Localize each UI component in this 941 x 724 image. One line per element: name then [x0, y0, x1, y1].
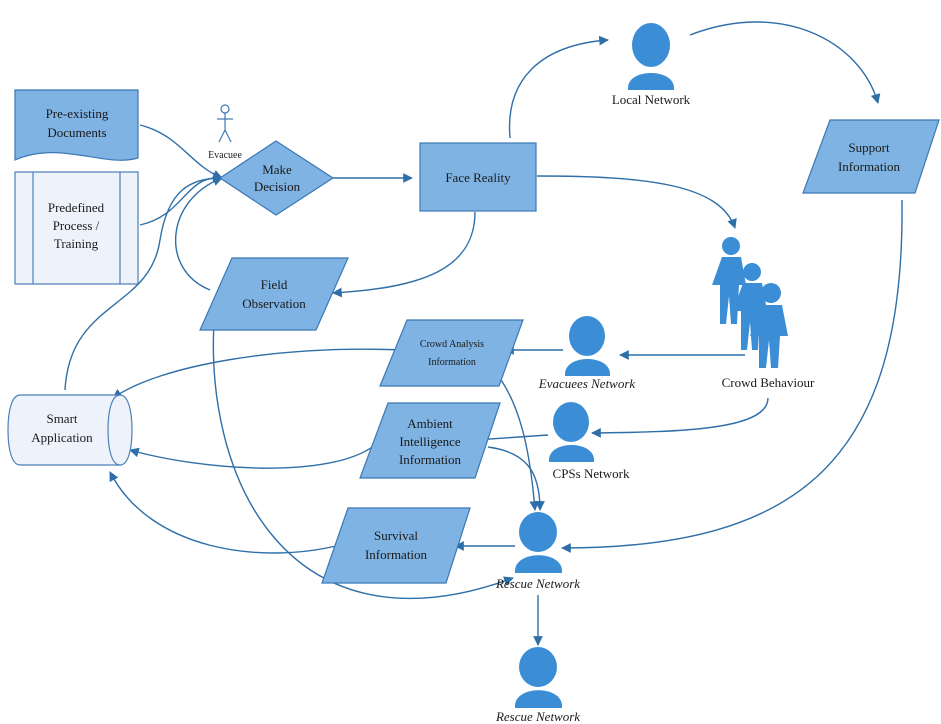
ambient-intelligence-line-2: Intelligence	[399, 434, 461, 449]
arrow-crowd-to-cpss-network	[591, 397, 769, 438]
rescue-network-label-1: Rescue Network	[495, 576, 580, 591]
arrow-local-network-to-support	[689, 21, 881, 104]
survival-information-node: Survival Information	[321, 507, 471, 584]
ambient-intelligence-line-3: Information	[399, 452, 462, 467]
arrow-ambient-to-rescue	[487, 446, 545, 511]
crowd-analysis-line-1: Crowd Analysis	[420, 339, 484, 350]
support-information-line-1: Support	[848, 140, 890, 155]
local-network-node: Local Network	[612, 23, 691, 107]
predefined-process-line-1: Predefined	[48, 200, 105, 215]
pre-existing-documents-node: Pre-existing Documents	[14, 89, 139, 161]
arrow-field-to-rescue	[212, 307, 514, 600]
person-silhouette-icon	[549, 402, 594, 462]
smart-application-line-1: Smart	[46, 411, 77, 426]
person-silhouette-icon	[515, 647, 562, 708]
field-observation-node: Field Observation	[199, 257, 349, 331]
arrow-smart-app-to-decision	[64, 173, 223, 391]
arrow-documents-to-decision	[139, 124, 223, 180]
arrow-face-reality-to-crowd	[536, 175, 737, 229]
predefined-process-line-3: Training	[54, 236, 99, 251]
arrow-field-to-decision	[175, 176, 223, 291]
survival-information-line-1: Survival	[374, 528, 418, 543]
predefined-process-node: Predefined Process / Training	[14, 171, 139, 285]
predefined-process-line-2: Process /	[53, 218, 100, 233]
crowd-icon	[712, 237, 788, 368]
make-decision-line-2: Decision	[254, 179, 301, 194]
stick-figure-icon	[217, 104, 233, 143]
evacuees-network-node: Evacuees Network	[538, 316, 636, 391]
smart-application-line-2: Application	[31, 430, 93, 445]
arrow-survival-to-smart-app	[109, 471, 341, 554]
cpss-network-node: CPSs Network	[549, 402, 630, 481]
rescue-network-node-2: Rescue Network	[495, 647, 580, 724]
rescue-network-label-2: Rescue Network	[495, 709, 580, 724]
survival-information-line-2: Information	[365, 547, 428, 562]
support-information-line-2: Information	[838, 159, 901, 174]
face-reality-node: Face Reality	[419, 142, 537, 212]
arrow-process-to-decision	[139, 172, 223, 226]
field-observation-line-2: Observation	[242, 296, 306, 311]
crowd-analysis-line-2: Information	[428, 357, 476, 368]
person-silhouette-icon	[565, 316, 610, 376]
arrow-face-reality-to-field	[332, 211, 476, 298]
local-network-label: Local Network	[612, 92, 691, 107]
arrow-support-to-rescue	[561, 199, 903, 553]
make-decision-node: Make Decision	[218, 140, 335, 216]
arrow-crowd-analysis-to-smart-app	[112, 348, 403, 399]
person-silhouette-icon	[628, 23, 674, 90]
rescue-network-node-1: Rescue Network	[495, 512, 580, 591]
arrow-face-reality-to-local-network	[508, 35, 609, 139]
pre-existing-documents-line-2: Documents	[47, 125, 106, 140]
crowd-behaviour-label: Crowd Behaviour	[722, 375, 815, 390]
person-silhouette-icon	[515, 512, 562, 573]
cpss-network-label: CPSs Network	[553, 466, 630, 481]
support-information-node: Support Information	[802, 119, 940, 194]
evacuee-actor	[217, 104, 233, 143]
evacuee-label: Evacuee	[208, 150, 242, 161]
ambient-intelligence-information-node: Ambient Intelligence Information	[359, 402, 501, 479]
arrow-ambient-to-smart-app	[129, 444, 376, 469]
make-decision-line-1: Make	[262, 162, 292, 177]
ambient-intelligence-line-1: Ambient	[407, 416, 453, 431]
crowd-analysis-information-node: Crowd Analysis Information	[379, 319, 524, 387]
pre-existing-documents-line-1: Pre-existing	[46, 106, 109, 121]
crowd-behaviour-node: Crowd Behaviour	[712, 237, 815, 390]
face-reality-label: Face Reality	[445, 170, 511, 185]
field-observation-line-1: Field	[261, 277, 288, 292]
evacuees-network-label: Evacuees Network	[538, 376, 636, 391]
smart-application-node: Smart Application	[7, 394, 133, 466]
